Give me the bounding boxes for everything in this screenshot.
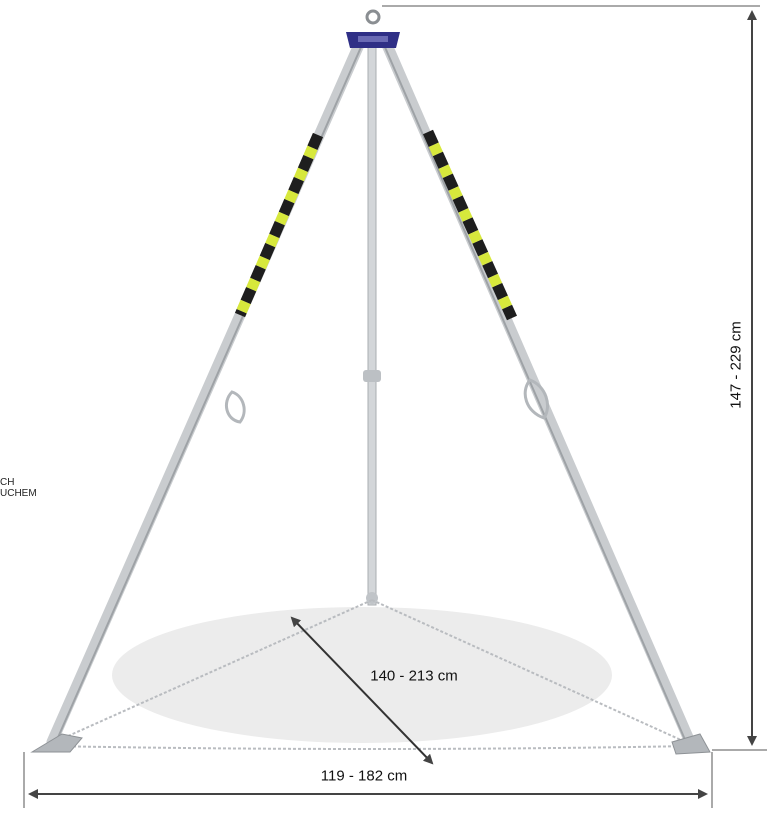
center-pole bbox=[363, 44, 381, 606]
height-dimension bbox=[382, 5, 767, 751]
diagonal-label: 140 - 213 cm bbox=[370, 667, 458, 685]
side-text-fragment: CH bbox=[0, 477, 15, 488]
foot-left bbox=[30, 733, 83, 753]
diagonal-dimension-arrow bbox=[290, 616, 434, 765]
hazard-stripes-left bbox=[234, 132, 324, 318]
base-width-dimension bbox=[23, 752, 713, 808]
hazard-stripes-right bbox=[422, 129, 518, 321]
tripod-head bbox=[346, 9, 400, 48]
foot-right bbox=[671, 733, 711, 755]
base-width-label: 119 - 182 cm bbox=[320, 767, 408, 785]
side-text-fragment: UCHEM bbox=[0, 488, 37, 499]
tripod-feet bbox=[30, 733, 711, 755]
height-label: 147 - 229 cm bbox=[727, 321, 745, 409]
